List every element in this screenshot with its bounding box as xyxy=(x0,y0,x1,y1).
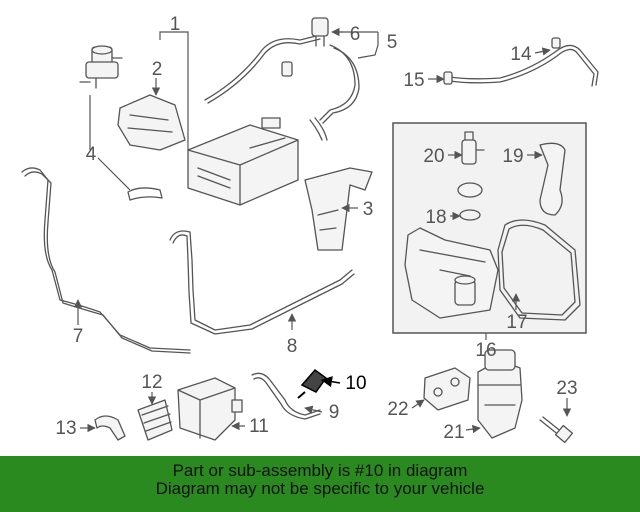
info-banner: Part or sub-assembly is #10 in diagram D… xyxy=(0,456,640,512)
part-13-hose[interactable] xyxy=(94,415,126,441)
callout-6: 6 xyxy=(350,24,361,45)
callout-8: 8 xyxy=(287,336,298,357)
leader-lines xyxy=(73,27,572,434)
callout-1: 1 xyxy=(170,14,181,35)
part-6-connector[interactable] xyxy=(311,17,329,47)
callout-15: 15 xyxy=(403,70,424,91)
callout-7: 7 xyxy=(73,326,84,347)
part-7-tube[interactable] xyxy=(21,167,191,351)
part-17-gasket[interactable] xyxy=(497,219,581,321)
part-14-15-tube[interactable] xyxy=(443,37,599,87)
part-5-tube[interactable] xyxy=(204,34,360,141)
callout-19: 19 xyxy=(502,146,523,167)
part-23-bolt[interactable] xyxy=(539,416,574,444)
part-1-canister[interactable] xyxy=(187,117,299,206)
callout-9: 9 xyxy=(329,402,340,423)
callout-14: 14 xyxy=(510,44,532,65)
banner-line-1: Part or sub-assembly is #10 in diagram xyxy=(172,461,468,480)
callout-13: 13 xyxy=(55,418,76,439)
parts-diagram: 1 2 3 4 5 6 7 8 9 10 11 12 13 14 15 16 1… xyxy=(21,14,599,444)
callout-11: 11 xyxy=(249,416,269,437)
callout-3: 3 xyxy=(363,199,374,220)
part-10-connector[interactable] xyxy=(297,368,328,399)
banner-line-2: Diagram may not be specific to your vehi… xyxy=(155,479,485,498)
callout-21: 21 xyxy=(443,422,464,443)
callout-17: 17 xyxy=(506,312,527,333)
part-8-tube[interactable] xyxy=(169,230,353,331)
callout-22: 22 xyxy=(387,399,408,420)
callout-10: 10 xyxy=(345,373,366,394)
callout-20: 20 xyxy=(423,146,444,167)
callout-12: 12 xyxy=(141,372,162,393)
part-20-fitting[interactable] xyxy=(461,131,485,165)
part-12-cover[interactable] xyxy=(137,399,173,441)
callout-16: 16 xyxy=(475,340,496,361)
part-4-hose[interactable] xyxy=(127,187,163,201)
part-2-shield[interactable] xyxy=(117,94,186,151)
callout-18: 18 xyxy=(425,207,446,228)
callout-2: 2 xyxy=(152,59,163,80)
part-22-gasket[interactable] xyxy=(423,367,471,411)
part-21-egr-valve[interactable] xyxy=(477,349,523,439)
part-16-module[interactable] xyxy=(404,227,499,319)
callout-5: 5 xyxy=(387,32,398,53)
part-19-hose[interactable] xyxy=(539,142,566,216)
part-4-valve[interactable] xyxy=(79,45,123,89)
part-11-valve[interactable] xyxy=(177,377,243,441)
part-9-tube[interactable] xyxy=(251,372,321,416)
callout-4: 4 xyxy=(86,144,97,165)
part-seal-ring[interactable] xyxy=(457,182,483,198)
callout-23: 23 xyxy=(556,378,577,399)
part-3-bracket[interactable] xyxy=(304,167,373,251)
